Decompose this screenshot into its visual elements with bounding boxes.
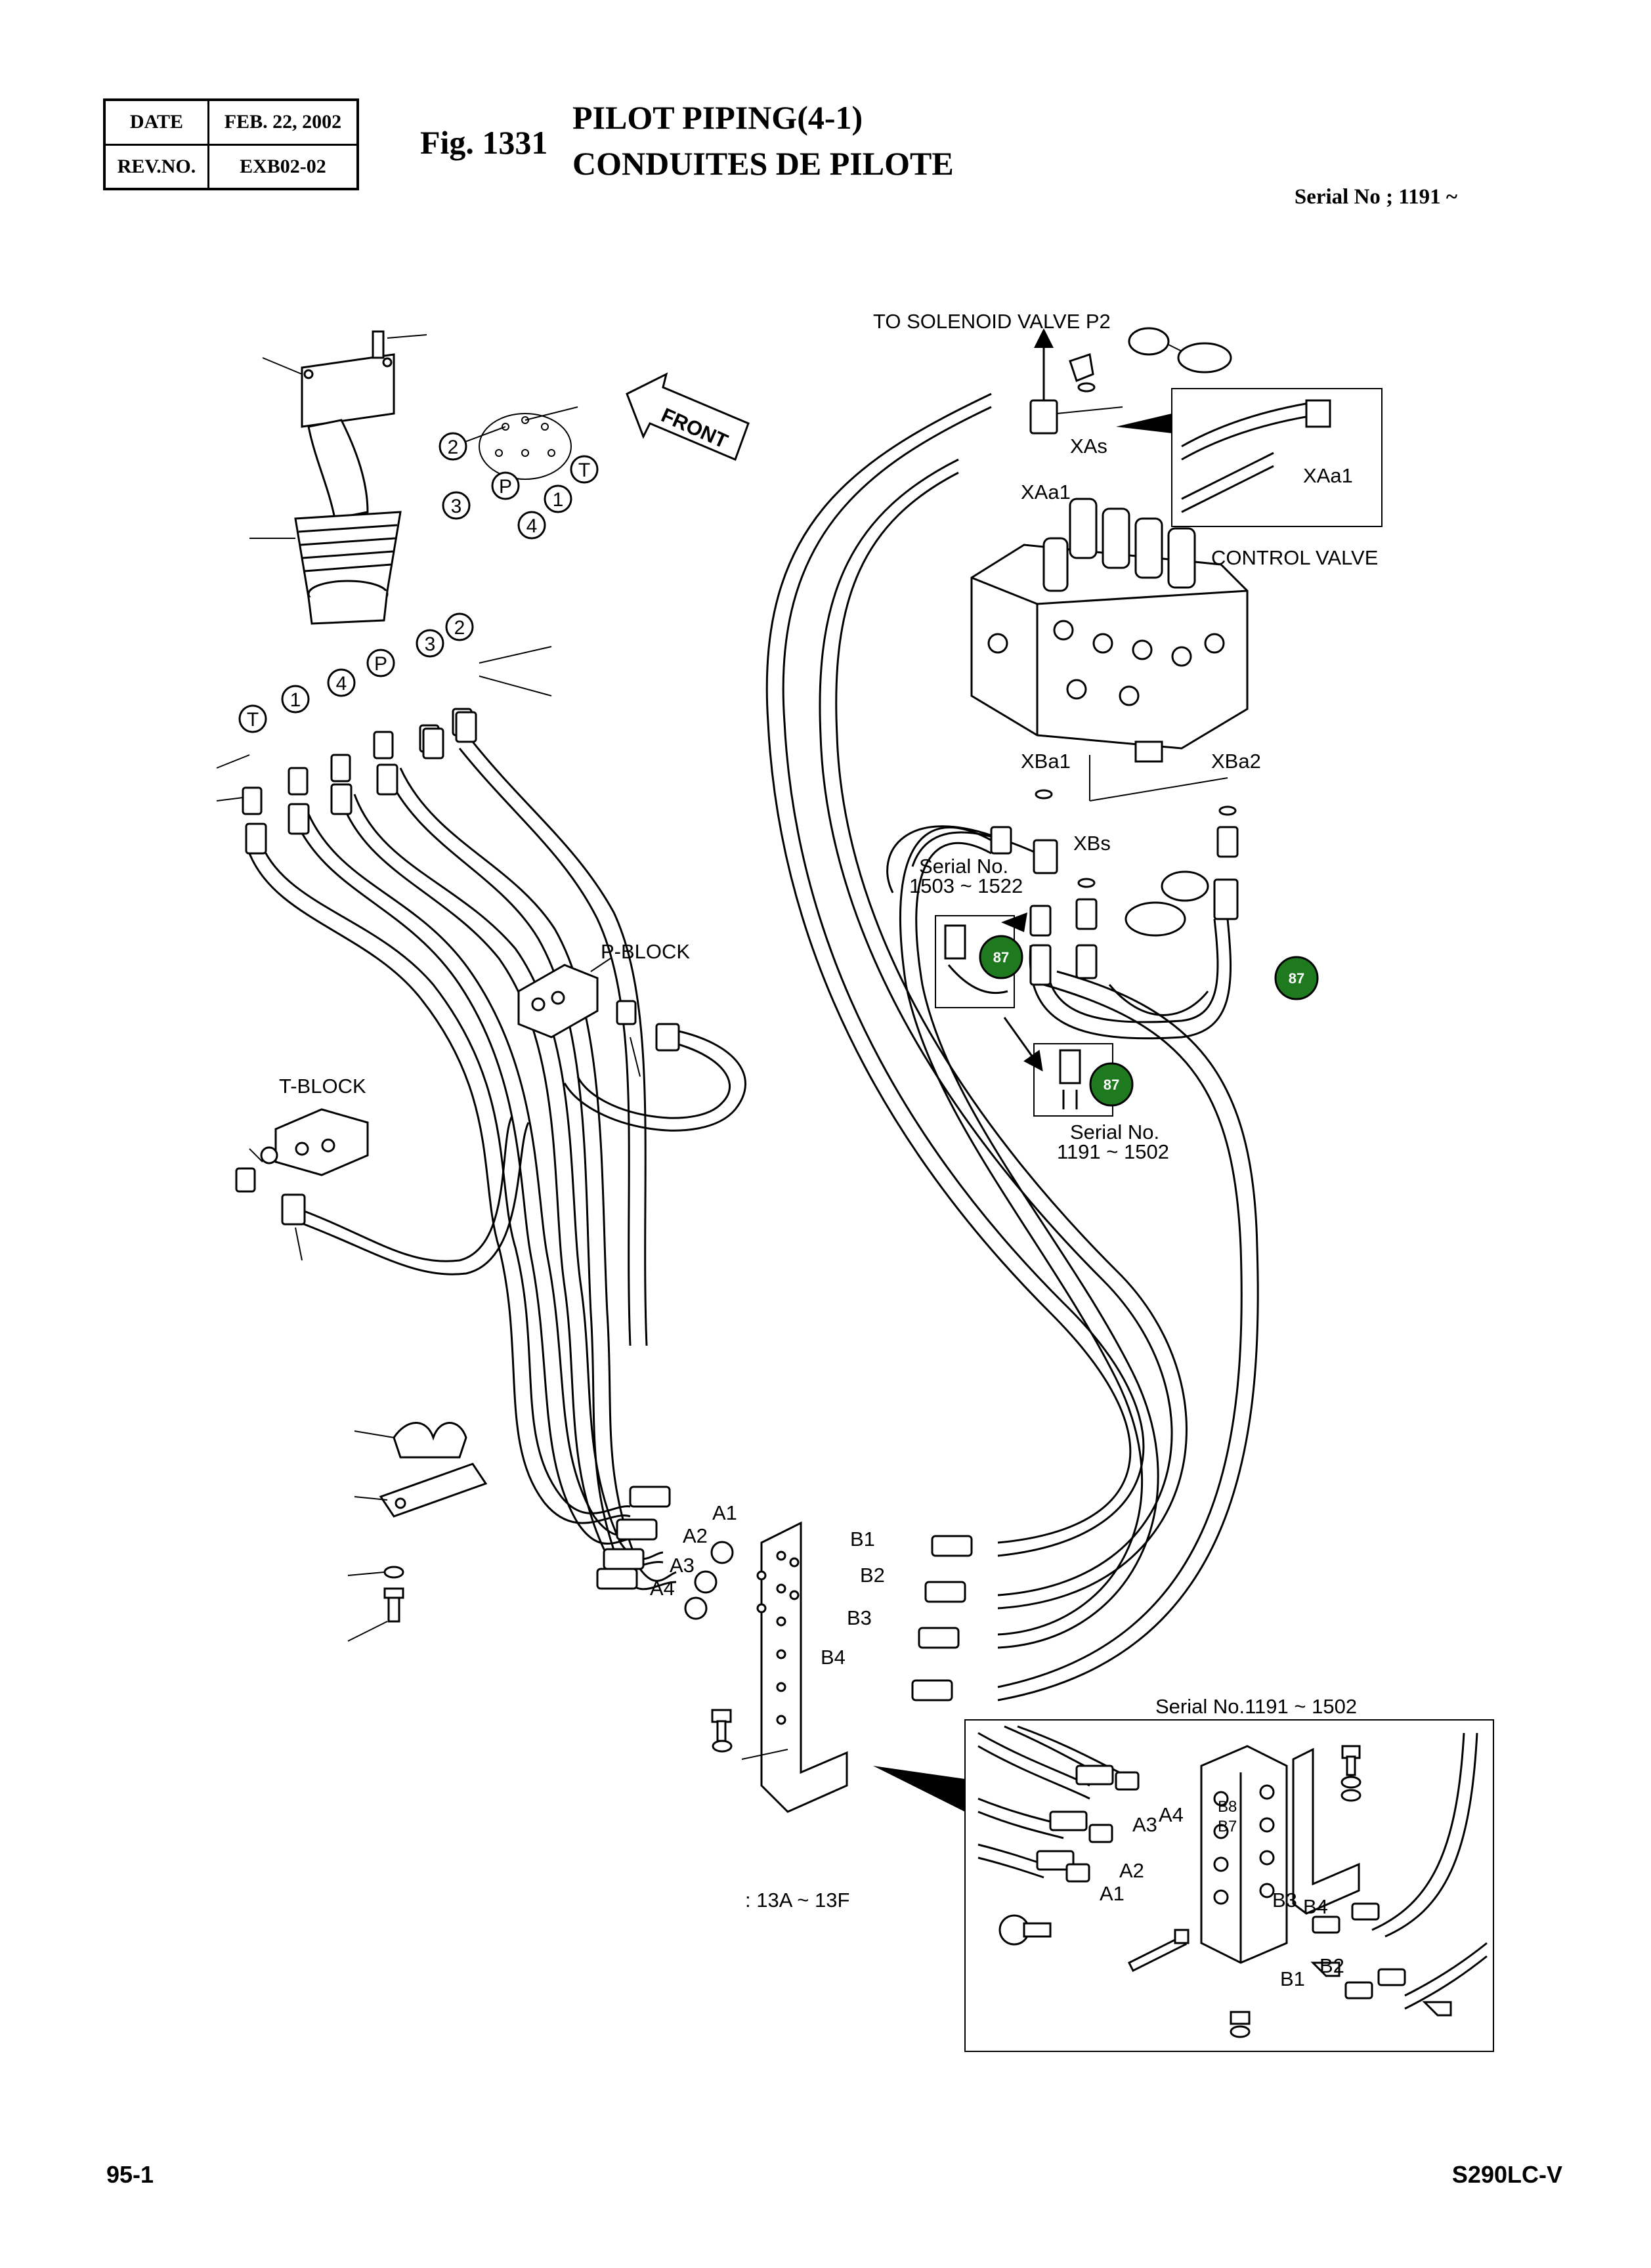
to-solenoid-label: TO SOLENOID VALVE P2 xyxy=(873,310,1111,333)
joystick-lever xyxy=(249,330,427,625)
port-b2-label: B2 xyxy=(860,1564,885,1587)
hose-p-block-loop xyxy=(563,1029,746,1132)
t-block-label: T-BLOCK xyxy=(279,1075,366,1098)
xaa1-inset: XAa1 xyxy=(1116,388,1383,527)
port-circles-fittings xyxy=(238,612,474,733)
inset-a1-label: A1 xyxy=(1100,1882,1125,1905)
inset-b3-label: B3 xyxy=(1272,1889,1297,1912)
port-p-label: P xyxy=(499,476,512,498)
xba2-label: XBa2 xyxy=(1211,750,1261,773)
svg-text:87: 87 xyxy=(1104,1077,1119,1093)
port-1-label: 1 xyxy=(553,489,564,511)
date-label: DATE xyxy=(103,98,209,146)
model-number: S290LC-V xyxy=(1451,2161,1562,2188)
port-circles-top xyxy=(439,432,599,540)
solenoid-fittings xyxy=(1029,327,1232,435)
port-2-label: 2 xyxy=(448,437,459,458)
badge-87-c: 87 xyxy=(1089,1062,1134,1107)
serial-1191-line1: Serial No. xyxy=(1070,1121,1159,1144)
serial-1191-line2: 1191 ~ 1502 xyxy=(1057,1140,1169,1163)
hose-xba2-loop xyxy=(1029,918,1232,1040)
hose-t-block xyxy=(295,1115,530,1275)
port-b3-label: B3 xyxy=(847,1606,872,1629)
p-block xyxy=(517,958,680,1077)
fitting-4-label: 4 xyxy=(336,673,347,695)
control-valve-label: CONTROL VALVE xyxy=(1211,546,1378,569)
inset-a4-label: A4 xyxy=(1159,1803,1184,1826)
inset-b8-label: B8 xyxy=(1218,1798,1237,1816)
fitting-2-label: 2 xyxy=(454,617,465,639)
port-b4-label: B4 xyxy=(821,1646,846,1669)
kit-reference: : 13A ~ 13F xyxy=(745,1889,849,1912)
inset-b4-label: B4 xyxy=(1303,1895,1328,1918)
svg-text:87: 87 xyxy=(993,949,1009,966)
serial-range: Serial No ; 1191 ~ xyxy=(1294,185,1457,209)
hose-clamp xyxy=(347,1422,488,1642)
date-value: FEB. 22, 2002 xyxy=(207,98,359,146)
fitting-3-label: 3 xyxy=(425,633,436,655)
fitting-t-label: T xyxy=(247,709,259,731)
port-a1-label: A1 xyxy=(712,1501,737,1524)
inset-b1-label: B1 xyxy=(1280,1967,1305,1990)
figure-title-en: PILOT PIPING(4-1) xyxy=(572,99,863,136)
front-arrow: FRONT xyxy=(626,372,750,461)
xb-fittings xyxy=(990,789,1239,986)
fitting-p-label: P xyxy=(374,653,387,675)
serial-1191-1502-inset: Serial No.1191 ~ 1502 A4 A3 A2 A1 B8 B7 … xyxy=(873,1695,1494,2052)
inset-a2-label: A2 xyxy=(1119,1859,1144,1882)
port-a2-label: A2 xyxy=(683,1524,708,1547)
xba1-label: XBa1 xyxy=(1021,750,1071,773)
figure-number: Fig. 1331 xyxy=(420,124,548,161)
t-block xyxy=(235,1108,369,1261)
serial-1503-line1: Serial No. xyxy=(919,855,1008,878)
joystick-fittings xyxy=(216,646,552,855)
joystick-port-pad xyxy=(452,406,578,480)
revision-table: DATE FEB. 22, 2002 REV.NO. EXB02-02 xyxy=(103,98,359,190)
p-block-label: P-BLOCK xyxy=(601,940,690,963)
port-4-label: 4 xyxy=(526,515,538,537)
port-t-label: T xyxy=(578,460,590,481)
port-a3-label: A3 xyxy=(670,1554,695,1577)
badge-87-a: 87 xyxy=(979,935,1023,979)
svg-text:87: 87 xyxy=(1289,970,1304,987)
control-valve xyxy=(970,498,1249,763)
port-b1-label: B1 xyxy=(850,1528,875,1551)
bracket-hose-fittings xyxy=(596,1486,973,1701)
inset-serial-label: Serial No.1191 ~ 1502 xyxy=(1155,1695,1357,1718)
port-3-label: 3 xyxy=(451,496,462,517)
rev-value: EXB02-02 xyxy=(207,143,359,190)
port-a4-label: A4 xyxy=(650,1577,675,1600)
badge-87-b: 87 xyxy=(1274,956,1319,1000)
inset-a3-label: A3 xyxy=(1132,1813,1157,1836)
xaa1-label: XAa1 xyxy=(1021,481,1071,503)
xas-label: XAs xyxy=(1070,435,1107,458)
mounting-bracket xyxy=(684,1521,848,1813)
hose-bundle-right xyxy=(765,393,1259,1701)
inset-b2-label: B2 xyxy=(1319,1954,1344,1977)
rev-label: REV.NO. xyxy=(103,143,209,190)
xbs-label: XBs xyxy=(1073,832,1111,855)
figure-title-fr: CONDUITES DE PILOTE xyxy=(572,145,954,182)
inset-xaa1-label: XAa1 xyxy=(1303,464,1353,487)
page-number: 95-1 xyxy=(106,2161,154,2188)
inset-b7-label: B7 xyxy=(1218,1818,1237,1835)
fitting-1-label: 1 xyxy=(290,689,301,711)
serial-1503-line2: 1503 ~ 1522 xyxy=(909,874,1023,897)
